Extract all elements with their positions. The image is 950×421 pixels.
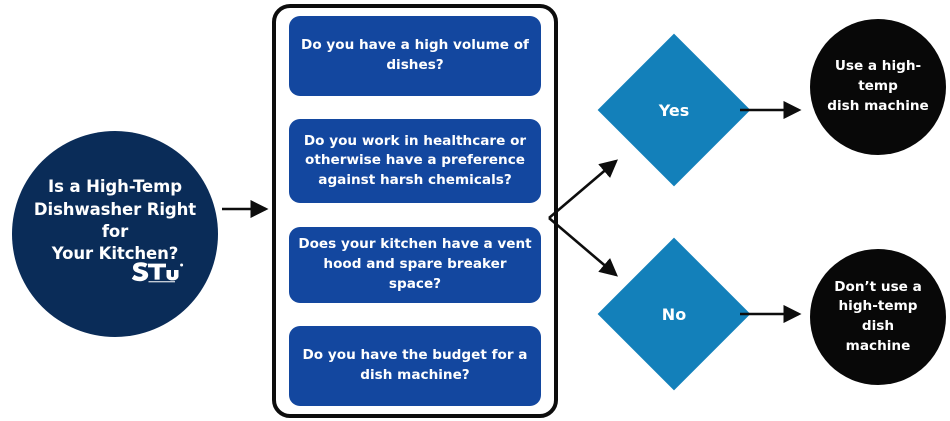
outcome-yes-line-1: Use a high-temp <box>834 58 922 95</box>
arrow-questions-to-no <box>548 217 618 277</box>
outcome-no-text-block: Don’t use a high-temp dish machine <box>822 278 934 357</box>
questions-panel: Do you have a high volume of dishes? Do … <box>272 4 558 418</box>
outcome-yes-text-block: Use a high-temp dish machine <box>822 57 934 116</box>
decision-label-yes: Yes <box>658 100 690 120</box>
arrow-questions-to-yes <box>548 159 618 219</box>
decision-diamond-yes[interactable]: Yes <box>597 33 751 187</box>
question-box-2[interactable]: Do you work in healthcare or otherwise h… <box>289 119 541 204</box>
start-node-circle: Is a High-Temp Dishwasher Right for Your… <box>12 131 218 337</box>
statu-brand-logo <box>131 262 184 283</box>
start-node-line-1: Is a High-Temp <box>48 177 182 197</box>
outcome-circle-no: Don’t use a high-temp dish machine <box>810 249 946 385</box>
outcome-no-line-3: machine <box>845 337 911 354</box>
start-node-line-2: Dishwasher Right for <box>33 199 197 241</box>
decision-label-no: No <box>661 304 687 324</box>
start-node-line-3: Your Kitchen? <box>51 244 179 264</box>
decision-diamond-no[interactable]: No <box>597 237 751 391</box>
question-box-4[interactable]: Do you have the budget for a dish machin… <box>289 325 541 406</box>
outcome-no-line-2: high-temp dish <box>838 298 918 334</box>
outcome-circle-yes: Use a high-temp dish machine <box>810 19 946 155</box>
outcome-no-line-1: Don’t use a <box>834 278 922 295</box>
question-box-1[interactable]: Do you have a high volume of dishes? <box>289 16 541 96</box>
question-box-3[interactable]: Does your kitchen have a vent hood and s… <box>289 226 541 303</box>
outcome-yes-line-2: dish machine <box>827 97 929 114</box>
